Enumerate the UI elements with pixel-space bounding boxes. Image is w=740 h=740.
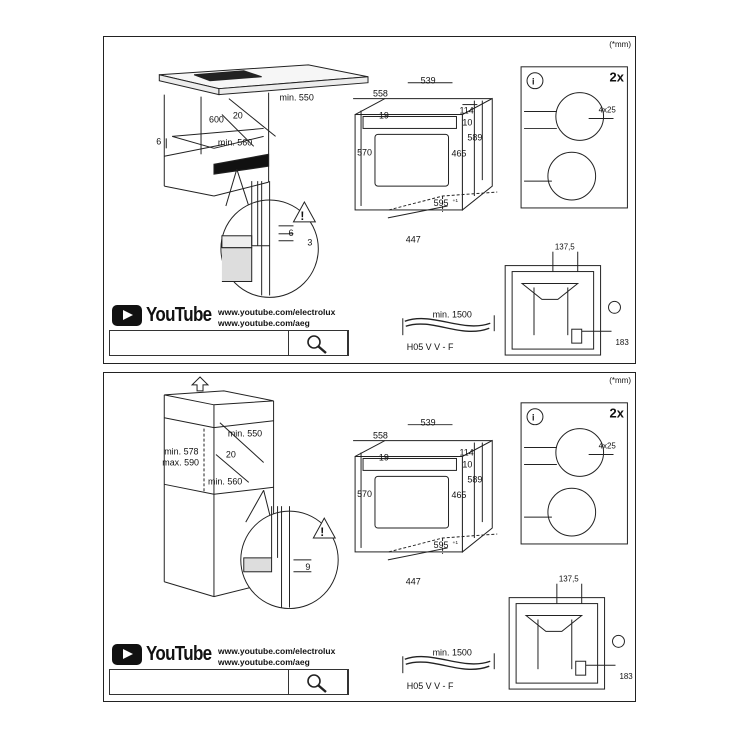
svg-text:!: ! bbox=[300, 209, 304, 223]
panel-built-under-installation: (*mm) bbox=[103, 36, 636, 364]
youtube-play-icon bbox=[112, 644, 142, 665]
dim-570: 570 bbox=[357, 489, 372, 499]
magnifier-icon bbox=[307, 674, 327, 693]
dim-6: 6 bbox=[156, 136, 161, 146]
dim-min-550: min. 550 bbox=[280, 93, 314, 103]
youtube-logo: YouTube bbox=[112, 643, 223, 666]
cable-type: H05 V V - F bbox=[407, 681, 454, 691]
cable-length: min. 1500 bbox=[433, 647, 472, 657]
dim-10: 10 bbox=[462, 459, 472, 469]
search-button[interactable] bbox=[288, 330, 349, 356]
dim-539: 539 bbox=[421, 76, 436, 86]
dim-595-tolerance: +1 bbox=[452, 198, 458, 204]
cable-type: H05 V V - F bbox=[407, 342, 454, 352]
units-note: (*mm) bbox=[609, 40, 631, 49]
search-input[interactable] bbox=[109, 330, 349, 356]
dim-137-5: 137,5 bbox=[559, 575, 579, 584]
youtube-wordmark: YouTube bbox=[146, 304, 212, 326]
dim-595: 595 bbox=[434, 540, 449, 550]
dim-183: 183 bbox=[619, 672, 633, 681]
up-arrow-icon bbox=[190, 376, 210, 392]
cooktop bbox=[193, 70, 262, 82]
dim-19: 19 bbox=[379, 452, 389, 462]
dim-20: 20 bbox=[233, 111, 243, 121]
installation-drawing-top: min. 550 600 20 min. 560 6 6 3 ! 558 539… bbox=[156, 64, 629, 356]
youtube-links: www.youtube.com/electrolux www.youtube.c… bbox=[218, 646, 335, 668]
dim-447: 447 bbox=[406, 577, 421, 587]
screw-size: 4x25 bbox=[599, 106, 617, 115]
dim-114: 114 bbox=[459, 447, 473, 457]
dim-min-550: min. 550 bbox=[228, 429, 262, 439]
dim-589: 589 bbox=[467, 474, 482, 484]
youtube-play-icon bbox=[112, 305, 142, 326]
youtube-logo: YouTube bbox=[112, 304, 223, 327]
dim-min-560: min. 560 bbox=[208, 476, 242, 486]
screw-count: 2x bbox=[610, 70, 625, 85]
dim-10: 10 bbox=[462, 117, 472, 127]
dim-max-590: max. 590 bbox=[162, 457, 199, 467]
magnifier-icon bbox=[307, 335, 327, 354]
dim-600: 600 bbox=[209, 114, 224, 124]
search-input[interactable] bbox=[109, 669, 349, 695]
dim-min-560: min. 560 bbox=[218, 137, 252, 147]
youtube-link-aeg[interactable]: www.youtube.com/aeg bbox=[218, 318, 310, 328]
dim-137-5: 137,5 bbox=[555, 243, 575, 252]
dim-595-tolerance: +1 bbox=[452, 540, 458, 546]
dim-539: 539 bbox=[421, 418, 436, 428]
youtube-link-electrolux[interactable]: www.youtube.com/electrolux bbox=[218, 646, 336, 656]
dim-570: 570 bbox=[357, 147, 372, 157]
dim-20: 20 bbox=[226, 449, 236, 459]
dim-558: 558 bbox=[373, 431, 388, 441]
installation-drawing-bottom: min. 578 max. 590 min. 550 20 min. 560 9… bbox=[162, 376, 633, 691]
cabinet-opening bbox=[213, 153, 270, 175]
warning-icon bbox=[292, 200, 317, 223]
dim-detail-6: 6 bbox=[288, 228, 293, 238]
warning-icon bbox=[312, 517, 337, 539]
youtube-link-electrolux[interactable]: www.youtube.com/electrolux bbox=[218, 307, 336, 317]
dim-447: 447 bbox=[406, 235, 421, 245]
dim-114: 114 bbox=[459, 106, 473, 116]
dim-595: 595 bbox=[434, 198, 449, 208]
dim-detail-9: 9 bbox=[305, 562, 310, 572]
dim-465: 465 bbox=[452, 490, 467, 500]
dim-465: 465 bbox=[451, 148, 466, 158]
dim-min-578: min. 578 bbox=[164, 447, 198, 457]
search-button[interactable] bbox=[288, 669, 349, 695]
dim-detail-3: 3 bbox=[307, 238, 312, 248]
panel-column-installation: (*mm) bbox=[103, 372, 636, 702]
screw-size: 4x25 bbox=[599, 442, 617, 451]
info-icon: i bbox=[532, 413, 534, 423]
dim-589: 589 bbox=[467, 132, 482, 142]
youtube-wordmark: YouTube bbox=[146, 643, 212, 665]
screw-count: 2x bbox=[610, 406, 625, 421]
units-note: (*mm) bbox=[609, 376, 631, 385]
cable-length: min. 1500 bbox=[433, 309, 472, 319]
youtube-links: www.youtube.com/electrolux www.youtube.c… bbox=[218, 307, 335, 329]
dim-183: 183 bbox=[615, 338, 629, 347]
dim-558: 558 bbox=[373, 89, 388, 99]
info-icon: i bbox=[532, 77, 534, 87]
svg-text:!: ! bbox=[320, 525, 324, 539]
youtube-link-aeg[interactable]: www.youtube.com/aeg bbox=[218, 657, 310, 667]
dim-19: 19 bbox=[379, 111, 389, 121]
